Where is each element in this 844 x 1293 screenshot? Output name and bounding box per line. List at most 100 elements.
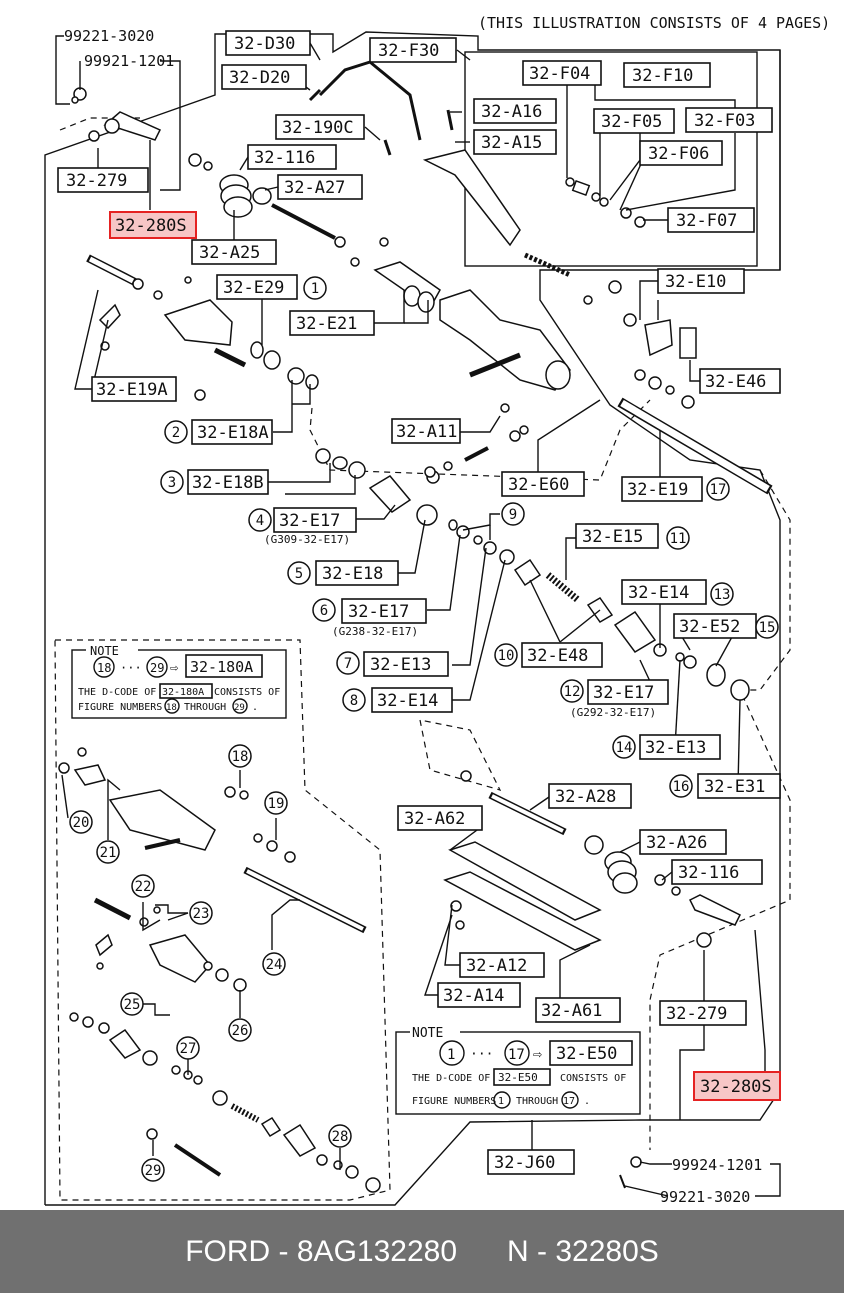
svg-text:32-E19A: 32-E19A xyxy=(96,380,168,400)
callout-32-F04[interactable]: 32-F04 xyxy=(522,60,602,86)
callout-32-279-bottom[interactable]: 32-279 xyxy=(659,1000,747,1026)
callout-32-E18B[interactable]: 32-E18B xyxy=(187,469,269,495)
callout-32-116-bottom[interactable]: 32-116 xyxy=(671,859,763,885)
callout-32-E21[interactable]: 32-E21 xyxy=(289,310,375,336)
callout-32-E17-b[interactable]: 32-E17 xyxy=(341,598,427,624)
svg-text:32-E50: 32-E50 xyxy=(498,1071,538,1084)
circled-number-1[interactable]: 1 xyxy=(303,276,327,300)
circled-number-15[interactable]: 15 xyxy=(755,615,779,639)
svg-text:4: 4 xyxy=(256,513,264,529)
circled-number-21[interactable]: 21 xyxy=(96,840,120,864)
circled-number-28[interactable]: 28 xyxy=(328,1124,352,1148)
svg-text:.: . xyxy=(584,1096,590,1107)
callout-99921-1201: 99921-1201 xyxy=(84,52,174,70)
callout-32-A14[interactable]: 32-A14 xyxy=(437,982,521,1008)
callout-32-F03[interactable]: 32-F03 xyxy=(685,107,773,133)
callout-32-A16[interactable]: 32-A16 xyxy=(473,98,557,124)
callout-32-E14-b[interactable]: 32-E14 xyxy=(371,687,453,713)
circled-number-7[interactable]: 7 xyxy=(336,651,360,675)
circled-number-24[interactable]: 24 xyxy=(262,952,286,976)
callout-32-J60[interactable]: 32-J60 xyxy=(487,1149,575,1175)
callout-32-A27[interactable]: 32-A27 xyxy=(277,174,363,200)
circled-number-29[interactable]: 29 xyxy=(141,1158,165,1182)
circled-number-10[interactable]: 10 xyxy=(494,643,518,667)
callout-32-A12[interactable]: 32-A12 xyxy=(459,952,545,978)
circled-number-13[interactable]: 13 xyxy=(710,582,734,606)
callout-32-E29[interactable]: 32-E29 xyxy=(216,274,298,300)
callout-32-F30[interactable]: 32-F30 xyxy=(369,37,457,63)
callout-32-A28[interactable]: 32-A28 xyxy=(548,783,632,809)
circled-number-2[interactable]: 2 xyxy=(164,420,188,444)
callout-32-D20[interactable]: 32-D20 xyxy=(221,64,307,90)
callout-32-E18[interactable]: 32-E18 xyxy=(315,560,399,586)
circled-number-16[interactable]: 16 xyxy=(669,774,693,798)
callout-32-E46[interactable]: 32-E46 xyxy=(699,368,781,394)
callout-32-E19A[interactable]: 32-E19A xyxy=(91,376,177,402)
callout-32-E14-a[interactable]: 32-E14 xyxy=(621,579,707,605)
circled-number-17[interactable]: 17 xyxy=(706,477,730,501)
svg-text:32-A28: 32-A28 xyxy=(555,787,616,807)
svg-text:32-F04: 32-F04 xyxy=(529,64,590,84)
circled-number-19[interactable]: 19 xyxy=(264,791,288,815)
svg-text:CONSISTS OF: CONSISTS OF xyxy=(560,1073,626,1084)
callout-32-E19[interactable]: 32-E19 xyxy=(621,476,703,502)
circled-number-22[interactable]: 22 xyxy=(131,874,155,898)
circled-number-20[interactable]: 20 xyxy=(69,810,93,834)
callout-32-280S-bottom-highlight[interactable]: 32-280S xyxy=(693,1071,781,1101)
circled-number-8[interactable]: 8 xyxy=(342,688,366,712)
svg-text:28: 28 xyxy=(332,1129,349,1145)
circled-number-14[interactable]: 14 xyxy=(612,735,636,759)
circled-number-6[interactable]: 6 xyxy=(312,598,336,622)
footer-n-label: N xyxy=(507,1234,529,1268)
callout-32-E48[interactable]: 32-E48 xyxy=(521,642,603,668)
callout-32-E52[interactable]: 32-E52 xyxy=(673,613,757,639)
callout-32-A61[interactable]: 32-A61 xyxy=(535,997,621,1023)
circled-number-25[interactable]: 25 xyxy=(120,992,144,1016)
callout-32-F07[interactable]: 32-F07 xyxy=(667,207,755,233)
circled-number-26[interactable]: 26 xyxy=(228,1018,252,1042)
svg-text:32-279: 32-279 xyxy=(666,1004,727,1024)
circled-number-27[interactable]: 27 xyxy=(176,1036,200,1060)
callout-32-116-top[interactable]: 32-116 xyxy=(247,144,337,170)
callout-32-F10[interactable]: 32-F10 xyxy=(623,62,711,88)
callout-32-E13-a[interactable]: 32-E13 xyxy=(363,651,449,677)
callout-32-E17-a[interactable]: 32-E17 xyxy=(273,507,357,533)
callout-32-E10[interactable]: 32-E10 xyxy=(657,268,745,294)
callout-32-E17-c[interactable]: 32-E17 xyxy=(587,679,669,705)
callout-99221-3020-top: 99221-3020 xyxy=(64,27,154,45)
callout-32-A25[interactable]: 32-A25 xyxy=(191,239,277,265)
callout-32-F06[interactable]: 32-F06 xyxy=(639,140,723,166)
footer-brand: FORD xyxy=(185,1234,271,1268)
svg-text:18: 18 xyxy=(97,661,111,675)
callout-32-D30[interactable]: 32-D30 xyxy=(225,30,311,56)
callout-32-A26[interactable]: 32-A26 xyxy=(639,829,727,855)
callout-32-F05[interactable]: 32-F05 xyxy=(593,108,675,134)
callout-32-A62[interactable]: 32-A62 xyxy=(397,805,483,831)
circled-number-12[interactable]: 12 xyxy=(560,679,584,703)
svg-text:29: 29 xyxy=(145,1163,162,1179)
circled-number-9[interactable]: 9 xyxy=(501,502,525,526)
callout-32-279-top[interactable]: 32-279 xyxy=(57,167,149,193)
circled-number-23[interactable]: 23 xyxy=(189,901,213,925)
callout-32-E60[interactable]: 32-E60 xyxy=(501,471,585,497)
circled-number-3[interactable]: 3 xyxy=(160,470,184,494)
callout-32-A11[interactable]: 32-A11 xyxy=(391,418,461,444)
circled-number-11[interactable]: 11 xyxy=(666,526,690,550)
subnote-e17-b: (G238-32-E17) xyxy=(332,625,418,638)
svg-text:⇨: ⇨ xyxy=(533,1045,542,1063)
svg-text:22: 22 xyxy=(135,879,152,895)
callout-32-E31[interactable]: 32-E31 xyxy=(697,773,781,799)
svg-text:32-E18: 32-E18 xyxy=(322,564,383,584)
callout-32-190C[interactable]: 32-190C xyxy=(275,114,365,140)
callout-32-E13-b[interactable]: 32-E13 xyxy=(639,734,721,760)
circled-number-5[interactable]: 5 xyxy=(287,561,311,585)
callout-32-E18A[interactable]: 32-E18A xyxy=(191,419,273,445)
callout-32-A15[interactable]: 32-A15 xyxy=(473,129,557,155)
circled-number-4[interactable]: 4 xyxy=(248,508,272,532)
svg-text:8: 8 xyxy=(350,693,358,709)
callout-32-E15[interactable]: 32-E15 xyxy=(575,523,659,549)
svg-text:32-E17: 32-E17 xyxy=(279,511,340,531)
callout-32-280S-top-highlight[interactable]: 32-280S xyxy=(109,211,197,239)
circled-number-18[interactable]: 18 xyxy=(228,744,252,768)
svg-text:17: 17 xyxy=(508,1047,525,1063)
